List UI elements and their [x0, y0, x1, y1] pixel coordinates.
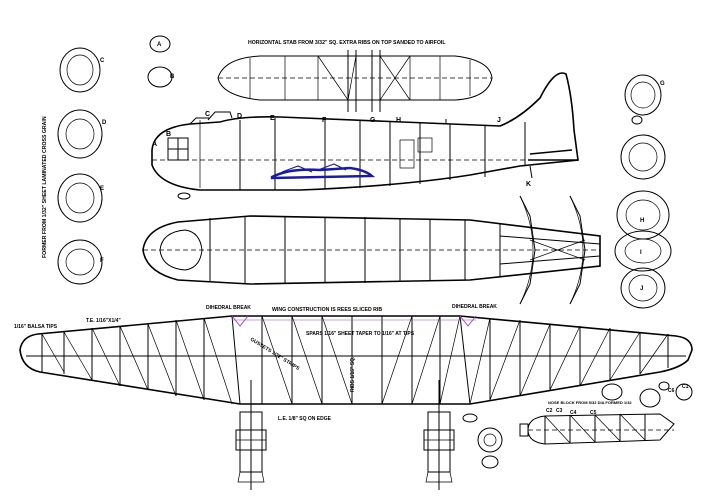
- former-column-left: C A B D E F: [57, 35, 175, 285]
- former-label-e: E: [100, 186, 104, 192]
- former-label-f: F: [100, 258, 104, 264]
- station-h: H: [396, 117, 401, 124]
- horizontal-stabilizer: [217, 50, 493, 112]
- station-g: G: [370, 117, 376, 124]
- former-label-d: D: [102, 120, 107, 126]
- stab-note: HORIZONTAL STAB FROM 3/32" SQ. EXTRA RIB…: [248, 40, 446, 46]
- fuselage-side-view: [151, 72, 579, 200]
- le-note: L.E. 1/8" SQ ON EDGE: [278, 416, 332, 422]
- te-note: T.E. 1/16"X1/4": [86, 318, 121, 324]
- former-label-g: G: [660, 81, 665, 87]
- gussets-note: GUSSETS 1/32" STRIPS: [249, 337, 301, 373]
- station-k: K: [526, 181, 531, 188]
- dihedral-break-right: DIHEDRAL BREAK: [452, 304, 497, 310]
- station-f: F: [322, 117, 327, 124]
- ribs-note: RIBS 1/16" SQ.: [350, 356, 356, 392]
- nacelle-formers: C1 C2 C3 C4 C5 C6: [462, 381, 693, 469]
- wing-construction-note: WING CONSTRUCTION IS REES SLICED RIB: [272, 307, 382, 313]
- former-label-j: J: [640, 286, 643, 292]
- station-d: D: [237, 113, 242, 120]
- canopy-outline: [270, 163, 376, 180]
- former-label-c: C: [100, 58, 105, 64]
- station-c: C: [205, 111, 210, 118]
- former-label-h: H: [640, 218, 644, 224]
- nacelle-left: [235, 380, 267, 490]
- former-note: FORMER FROM 1/32" SHEET LAMINATED CROSS …: [42, 116, 48, 258]
- nacelle-right: [423, 380, 455, 490]
- station-a: A: [152, 141, 157, 148]
- station-j: J: [497, 117, 501, 124]
- dihedral-break-left: DIHEDRAL BREAK: [206, 305, 251, 311]
- balsa-tips-note: 1/16" BALSA TIPS: [14, 324, 58, 330]
- nacelle-side-view: [519, 413, 675, 445]
- station-b: B: [166, 131, 171, 138]
- spars-note: SPARS 1/16" SHEET TAPER TO 1/16" AT TIPS: [306, 331, 415, 337]
- former-label-a: A: [157, 42, 162, 48]
- nacelle-label-c3: C3: [556, 408, 563, 414]
- former-label-i: I: [640, 250, 642, 256]
- wing-plan: [19, 315, 693, 405]
- nacelle-label-c6: C6: [668, 388, 675, 394]
- nacelle-label-c4: C4: [570, 410, 577, 416]
- nacelle-label-c5: C5: [590, 410, 597, 416]
- nose-block-note: NOSE BLOCK FROM 5/32 DIA FORMED 1/32: [548, 400, 632, 405]
- fuselage-top-view: [142, 195, 601, 305]
- former-column-right: G H I J: [614, 74, 672, 309]
- former-label-b: B: [170, 74, 175, 80]
- station-e: E: [270, 115, 275, 122]
- station-i: I: [445, 119, 447, 126]
- nacelle-label-c1: C1: [682, 384, 689, 390]
- nacelle-label-c2: C2: [546, 408, 553, 414]
- station-labels: A B C D E F G H I J K: [152, 111, 531, 188]
